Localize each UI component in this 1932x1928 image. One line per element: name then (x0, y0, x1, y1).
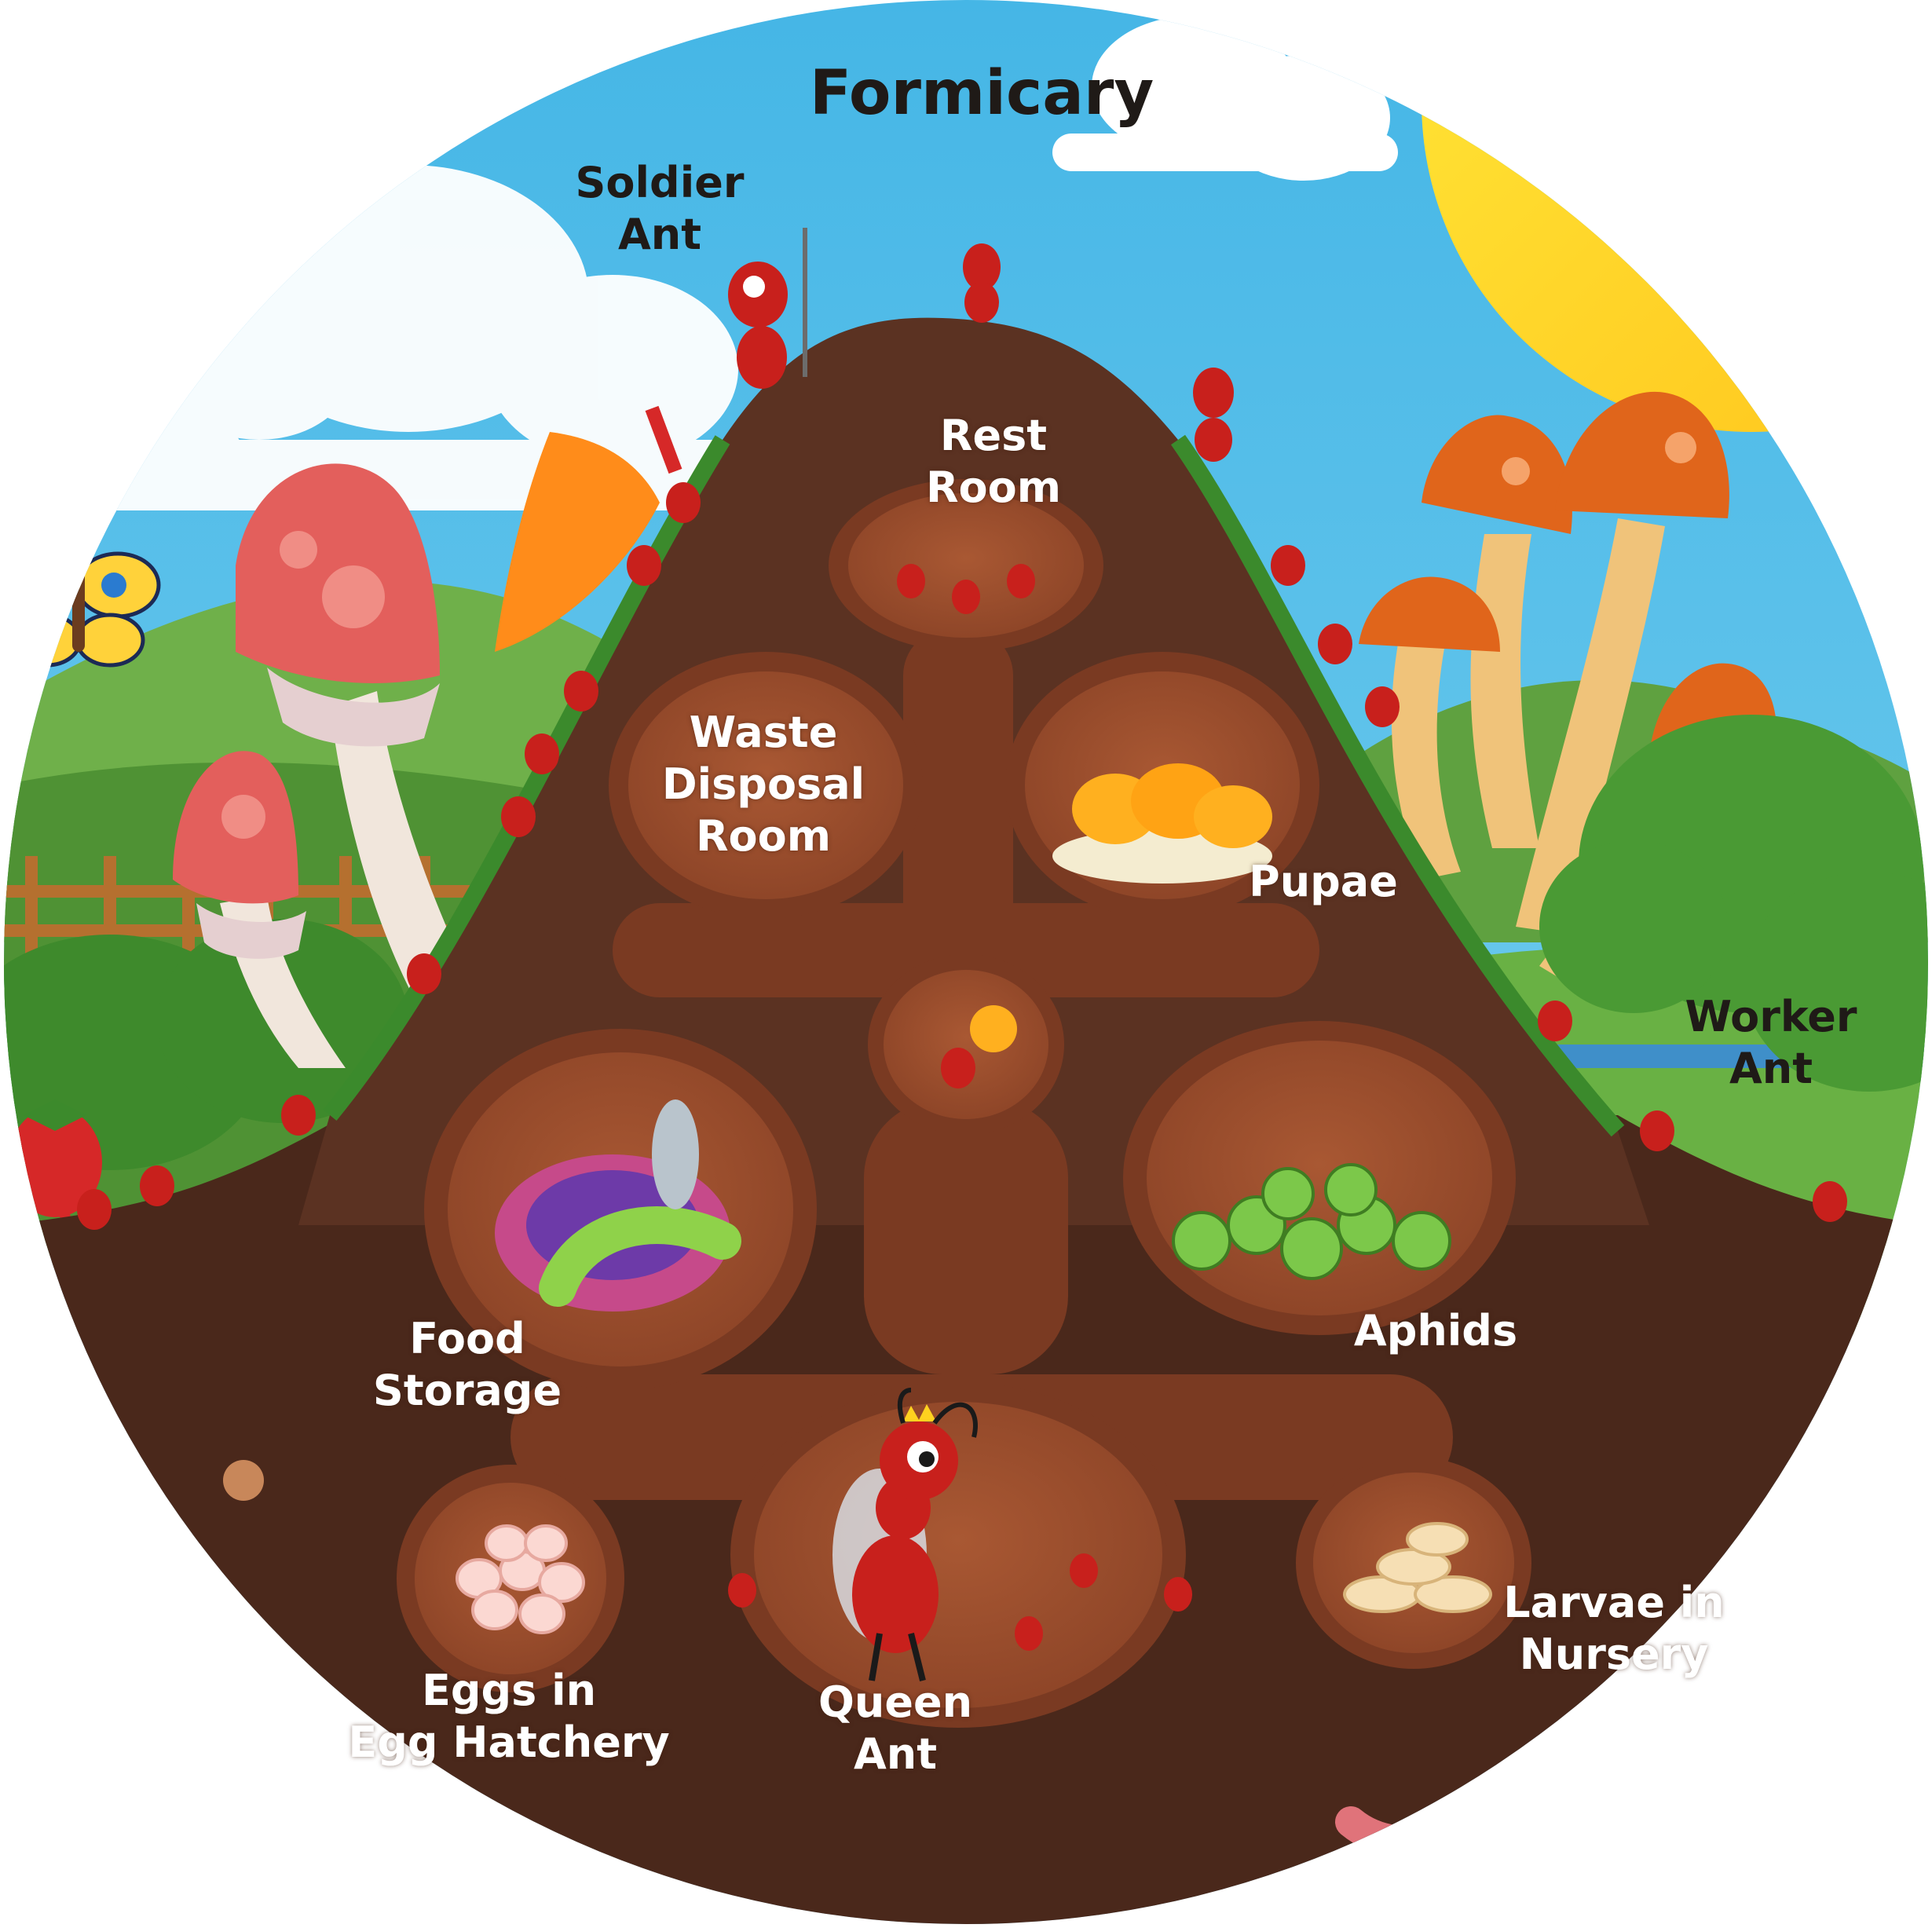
soldier-ant-icon (728, 228, 807, 389)
grass-edge-right (1170, 434, 1625, 1137)
mushroom-left-small (173, 751, 346, 1068)
chamber-rest-room (829, 479, 1103, 652)
eggs-icon (456, 1524, 585, 1634)
cloud-top (1052, 16, 1398, 181)
ant-group (77, 228, 1847, 1651)
food-icon (495, 1099, 741, 1312)
strawberry-icon (8, 1099, 102, 1225)
label-aphids: Aphids (1353, 1306, 1518, 1355)
page-title: Formicary (809, 58, 1154, 129)
chamber-center-small (868, 954, 1064, 1135)
aphids-icon (1172, 1163, 1451, 1280)
label-pupae: Pupae (1249, 857, 1398, 906)
grass-edge-left (323, 435, 730, 1121)
butterfly-icon (4, 551, 161, 668)
bush-right (1539, 715, 1928, 1092)
queen-ant-icon (832, 1388, 978, 1681)
orange-leaf-icon (495, 405, 682, 652)
pupae-icon (1052, 763, 1272, 884)
chamber-queen (730, 1382, 1186, 1728)
larvae-icon (1343, 1522, 1492, 1613)
worm-icon (1335, 1806, 1634, 1875)
center-pupa-icon (970, 1005, 1017, 1052)
chamber-waste-disposal (609, 652, 923, 919)
mushroom-left-large (236, 463, 503, 1044)
chamber-aphids (1123, 1021, 1516, 1335)
